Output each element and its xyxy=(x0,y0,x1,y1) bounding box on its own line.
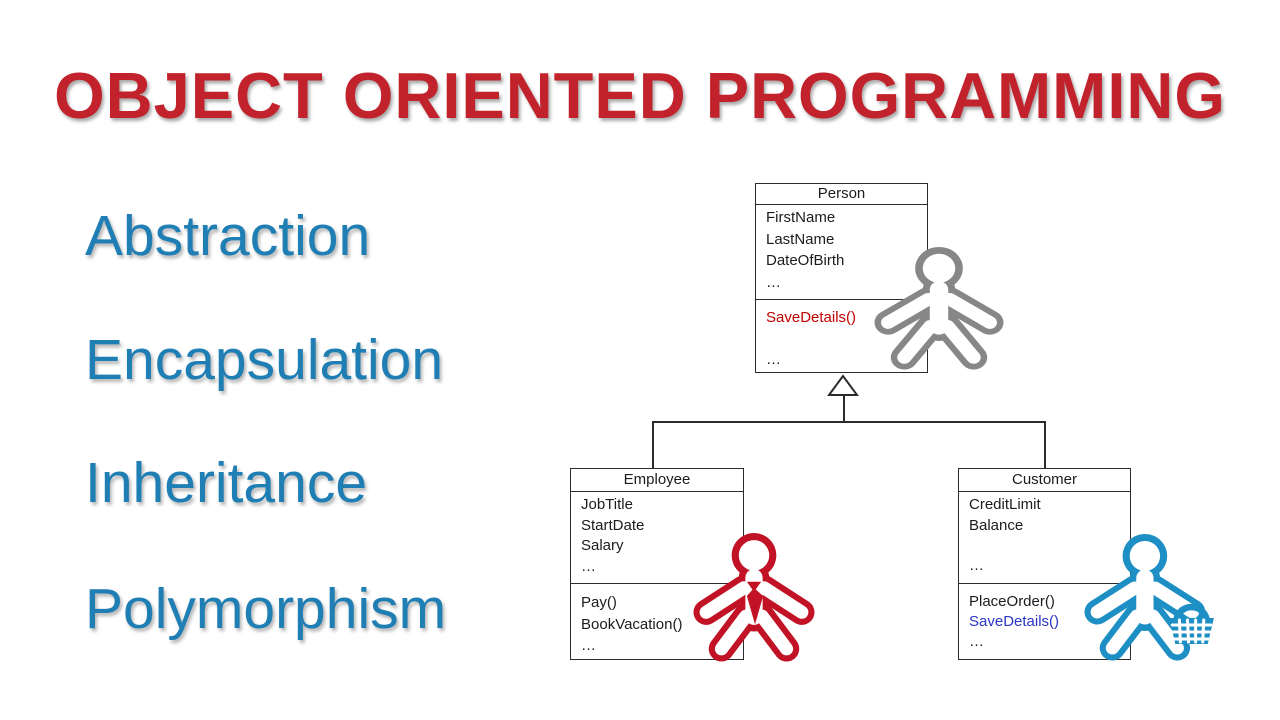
page-title: OBJECT ORIENTED PROGRAMMING xyxy=(54,59,1226,132)
method-placeorder: PlaceOrder() xyxy=(969,593,1055,610)
method-pay: Pay() xyxy=(581,594,617,611)
class-name-person: Person xyxy=(756,184,927,205)
connector-stem xyxy=(843,395,845,422)
method-savedetails: SaveDetails() xyxy=(766,309,857,326)
attribute: StartDate xyxy=(581,516,645,534)
person-methods: SaveDetails() … xyxy=(756,300,927,370)
attribute: Balance xyxy=(969,516,1024,534)
method-ellipsis: … xyxy=(969,633,984,650)
connector-to-customer xyxy=(1044,421,1046,469)
concept-polymorphism: Polymorphism xyxy=(85,577,447,641)
employee-attributes: JobTitle StartDate Salary … xyxy=(571,492,743,584)
person-with-tie-icon xyxy=(693,533,815,662)
attribute: FirstName xyxy=(766,209,836,226)
class-name-customer: Customer xyxy=(959,469,1130,492)
attribute: JobTitle xyxy=(581,496,633,513)
person-with-basket-icon xyxy=(1084,534,1214,661)
attribute: CreditLimit xyxy=(969,496,1041,513)
customer-methods: PlaceOrder() SaveDetails() … xyxy=(959,584,1130,652)
class-box-person: Person FirstName LastName DateOfBirth … … xyxy=(755,183,928,373)
basket-icon xyxy=(1169,603,1214,644)
method-ellipsis: … xyxy=(581,637,596,654)
employee-methods: Pay() BookVacation() … xyxy=(571,584,743,657)
class-box-employee: Employee JobTitle StartDate Salary … Pay… xyxy=(570,468,744,660)
person-attributes: FirstName LastName DateOfBirth … xyxy=(756,205,927,300)
attribute-ellipsis: … xyxy=(581,557,596,575)
connector-bar xyxy=(652,421,1046,423)
class-box-customer: Customer CreditLimit Balance … PlaceOrde… xyxy=(958,468,1131,660)
method-ellipsis: … xyxy=(766,351,781,368)
class-name-employee: Employee xyxy=(571,469,743,492)
attribute: Salary xyxy=(581,537,624,554)
concept-abstraction: Abstraction xyxy=(85,204,371,268)
concept-inheritance: Inheritance xyxy=(85,451,368,515)
customer-attributes: CreditLimit Balance … xyxy=(959,492,1130,584)
attribute: DateOfBirth xyxy=(766,252,845,269)
connector-to-employee xyxy=(652,421,654,469)
concept-encapsulation: Encapsulation xyxy=(85,328,444,392)
figure-outline xyxy=(874,246,1004,370)
attribute-ellipsis: … xyxy=(969,557,984,574)
tie-icon xyxy=(746,581,764,625)
method-savedetails: SaveDetails() xyxy=(969,613,1060,630)
person-outline-icon xyxy=(874,246,1004,370)
inheritance-arrow-icon xyxy=(827,374,859,396)
attribute: LastName xyxy=(766,230,835,248)
attribute-ellipsis: … xyxy=(766,273,781,291)
method-bookvacation: BookVacation() xyxy=(581,615,683,633)
